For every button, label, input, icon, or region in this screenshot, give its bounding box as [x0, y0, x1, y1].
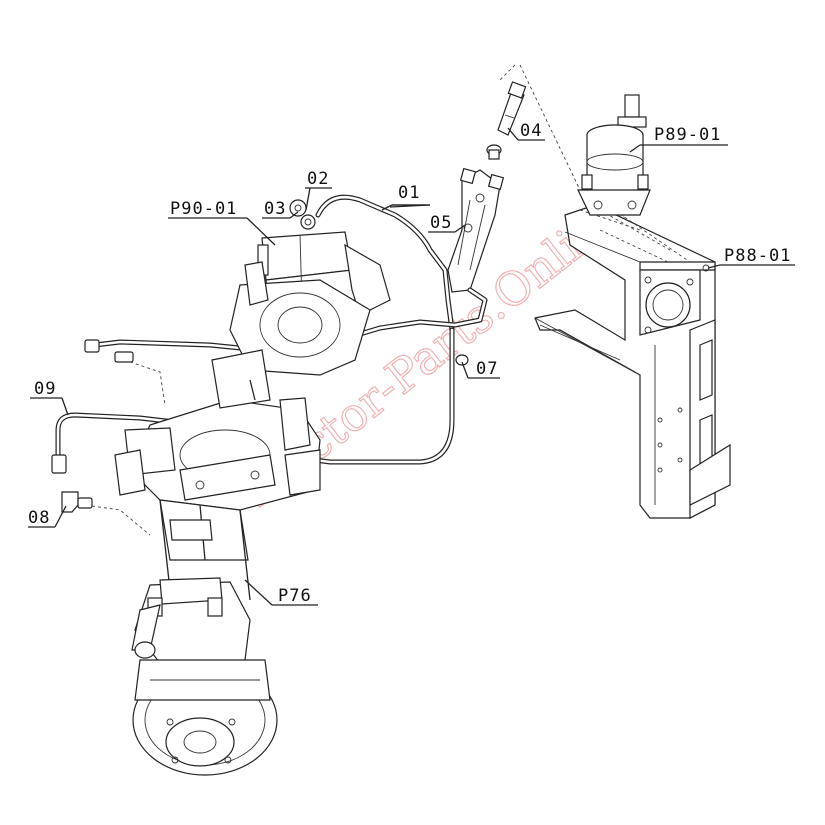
callout-05: 05 [430, 213, 452, 233]
callout-p88-01: P88-01 [724, 246, 791, 266]
callout-08: 08 [28, 508, 50, 528]
alignment-lines [499, 64, 691, 263]
leader-lines [28, 127, 795, 606]
dashed-leaders-left [91, 361, 166, 536]
callout-01: 01 [398, 183, 420, 203]
callout-09: 09 [34, 379, 56, 399]
steering-unit-p89 [577, 94, 651, 216]
steering-bracket-p88 [534, 204, 731, 519]
callout-04: 04 [520, 121, 542, 141]
callout-p89-01: P89-01 [654, 125, 721, 145]
valve-block-05 [447, 167, 505, 293]
callout-labels: 01 02 03 P90-01 04 P89-01 05 P88-01 07 0… [28, 121, 791, 606]
front-axle-p76 [114, 261, 371, 776]
callout-02: 02 [307, 169, 329, 189]
callout-03: 03 [264, 199, 286, 219]
callout-p76: P76 [278, 586, 312, 606]
bolt-04 [497, 81, 527, 136]
washer-small [486, 144, 502, 160]
pipe-fittings [51, 339, 469, 513]
callout-07: 07 [476, 359, 498, 379]
callout-p90-01: P90-01 [170, 199, 237, 219]
